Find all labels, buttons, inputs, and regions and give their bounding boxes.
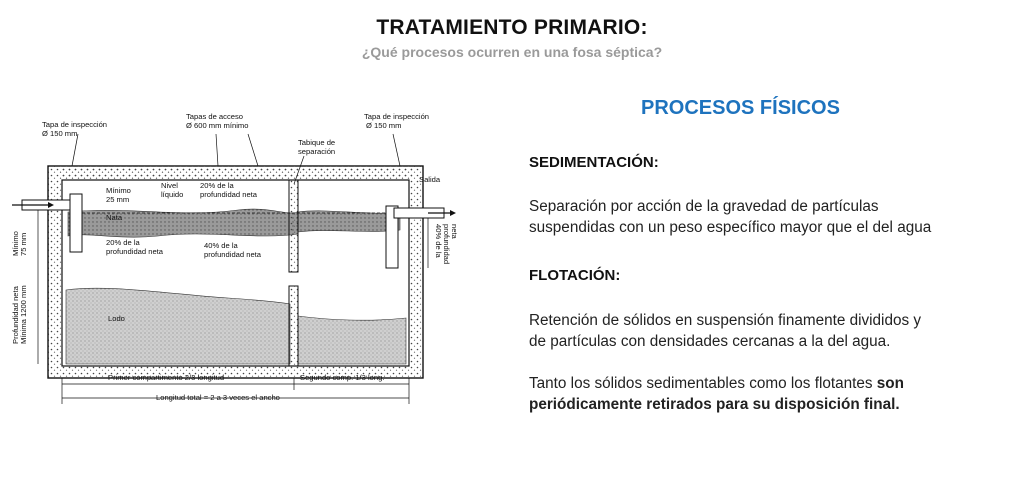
conclusion-line-1: Tanto los sólidos sedimentables como los…	[529, 373, 1014, 394]
conclusion-text: Tanto los sólidos sedimentables como los…	[529, 373, 1014, 415]
label-right-vertical-2: profundidad	[442, 224, 451, 264]
label-prof-neta-c: profundidad neta	[204, 250, 262, 259]
sedimentacion-text: Separación por acción de la gravedad de …	[529, 196, 1014, 238]
label-longitud-total: Longitud total = 2 a 3 veces el ancho	[156, 393, 280, 402]
label-nivel: Nivel	[161, 181, 178, 190]
subtitle: ¿Qué procesos ocurren en una fosa séptic…	[361, 44, 663, 60]
label-diam-150-right: Ø 150 mm	[366, 121, 401, 130]
label-left-vertical-1: Mínimo	[11, 231, 20, 256]
label-segundo-comp: Segundo comp. 1/3 long.	[300, 373, 384, 382]
conclusion-line-1-bold: son	[876, 375, 904, 392]
label-left-vertical-2: 75 mm	[19, 233, 28, 256]
sedimentacion-heading: SEDIMENTACIÓN:	[529, 154, 659, 171]
main-title: TRATAMIENTO PRIMARIO:	[376, 16, 648, 39]
label-diam-600: Ø 600 mm mínimo	[186, 121, 248, 130]
label-tabique-1: Tabique de	[298, 138, 335, 147]
section-heading: PROCESOS FÍSICOS	[641, 97, 840, 119]
partition-wall	[288, 179, 299, 273]
label-right-vertical-3: neta	[450, 224, 458, 240]
sedimentacion-line-1: Separación por acción de la gravedad de …	[529, 198, 879, 215]
outlet-pipe	[385, 205, 456, 269]
inlet-pipe	[12, 193, 83, 253]
flotacion-heading: FLOTACIÓN:	[529, 267, 621, 284]
label-pct40-a: 40% de la	[204, 241, 239, 250]
conclusion-line-2: periódicamente retirados para su disposi…	[529, 396, 900, 413]
label-primer-comp: Primer compartimento 2/3 longitud	[108, 373, 224, 382]
label-tapas-acceso: Tapas de acceso	[186, 112, 243, 121]
septic-tank-diagram: Tapa de inspección Ø 150 mm Tapas de acc…	[8, 108, 458, 412]
label-tapa-inspeccion-right: Tapa de inspección	[364, 112, 429, 121]
sludge-layer	[65, 287, 291, 365]
flotacion-text: Retención de sólidos en suspensión finam…	[529, 310, 1014, 352]
label-liquido: líquido	[161, 190, 183, 199]
label-left-vertical-4: Mínima 1200 mm	[19, 285, 28, 344]
label-right-vertical-1: 40% de la	[434, 224, 443, 259]
label-nata: Nata	[106, 213, 123, 222]
flotacion-line-2: de partículas con densidades cercanas a …	[529, 333, 891, 350]
label-diam-150-left: Ø 150 mm	[42, 129, 77, 138]
label-tabique-2: separación	[298, 147, 335, 156]
label-lodo: Lodo	[108, 314, 125, 323]
label-salida: Salida	[419, 175, 441, 184]
label-pct20-a: 20% de la	[200, 181, 235, 190]
conclusion-line-1-normal: Tanto los sólidos sedimentables como los…	[529, 375, 877, 392]
label-25mm: 25 mm	[106, 195, 129, 204]
flotacion-line-1: Retención de sólidos en suspensión finam…	[529, 312, 922, 329]
label-pct20-b: 20% de la	[106, 238, 141, 247]
label-left-vertical-3: Profundidad neta	[11, 285, 20, 344]
label-minimo: Mínimo	[106, 186, 131, 195]
label-prof-neta-b: profundidad neta	[106, 247, 164, 256]
sedimentacion-line-2: suspendidas con un peso específico mayor…	[529, 219, 932, 236]
label-prof-neta-a: profundidad neta	[200, 190, 258, 199]
label-tapa-inspeccion-left: Tapa de inspección	[42, 120, 107, 129]
